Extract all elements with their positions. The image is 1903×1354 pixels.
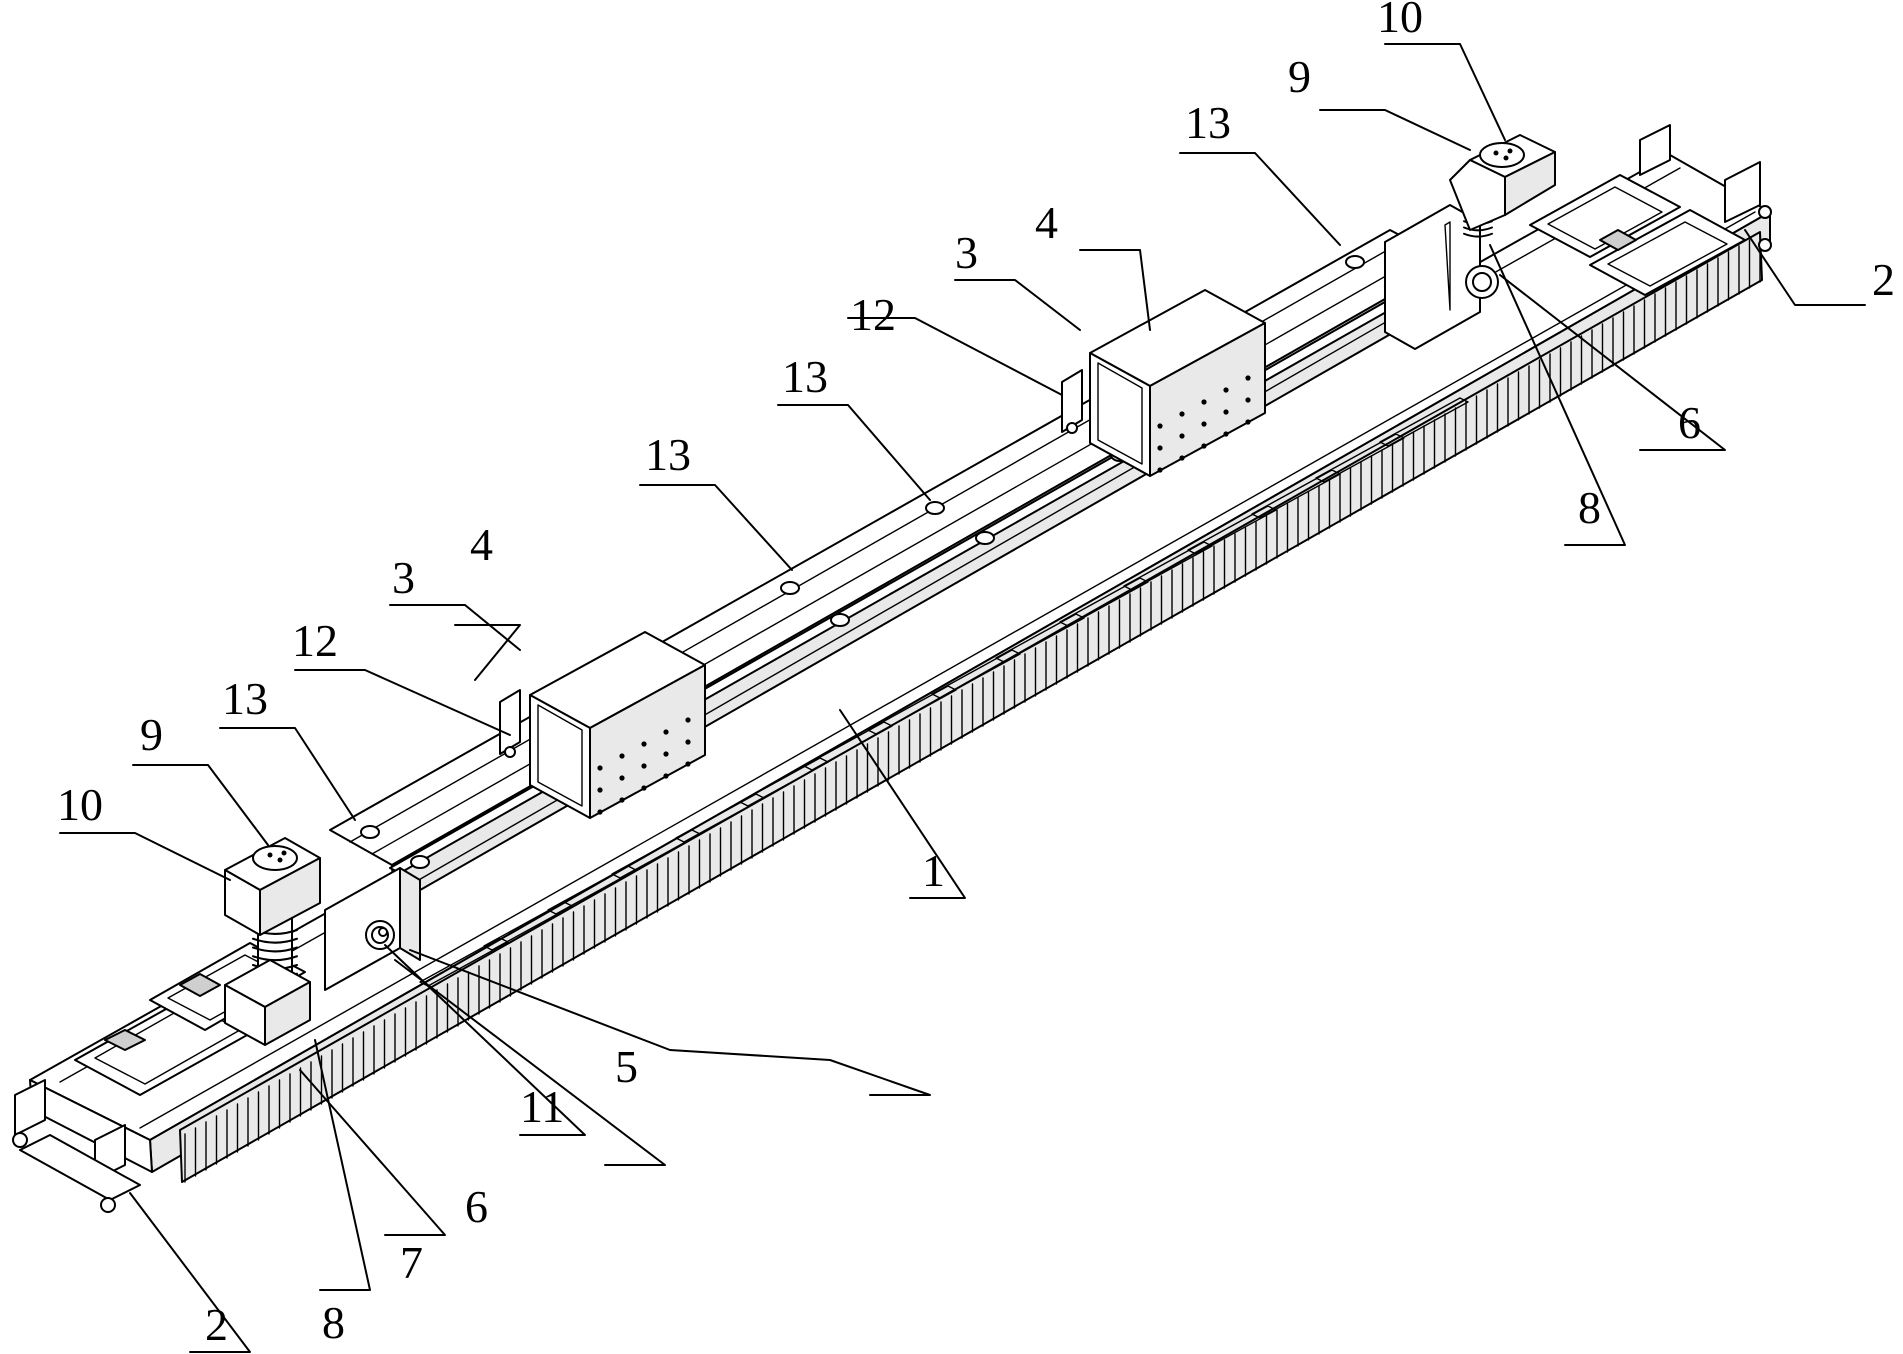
bolt-dot [1157, 423, 1163, 429]
label-part-5: 5 [615, 1041, 638, 1092]
bolt-dot [597, 809, 603, 815]
label-part-2-right: 2 [1872, 254, 1895, 305]
right-carriage-block [1089, 289, 1266, 477]
right-bracket-3 [1061, 369, 1083, 434]
bolt-dot [1201, 443, 1207, 449]
bolt-dot [1179, 411, 1185, 417]
bolt-dot [1179, 433, 1185, 439]
bolt-dot [1201, 399, 1207, 405]
bolt-dot [1223, 387, 1229, 393]
label-part-3-left: 3 [392, 552, 415, 603]
rail-slots [419, 397, 1469, 987]
bolt-dot [663, 729, 669, 735]
bolt-dot [1223, 409, 1229, 415]
bolt-dot [663, 773, 669, 779]
right-top-block [1449, 134, 1556, 231]
label-part-9-left: 9 [140, 709, 163, 760]
bolt-dot [641, 763, 647, 769]
bolt-dot [1157, 467, 1163, 473]
label-part-13-c: 13 [782, 351, 828, 402]
bolt-dot [685, 739, 691, 745]
label-part-9-right: 9 [1288, 51, 1311, 102]
left-top-block [224, 837, 321, 936]
label-part-10-right: 10 [1377, 0, 1423, 42]
label-part-12-right: 12 [850, 289, 896, 340]
bolt-dot [663, 751, 669, 757]
label-part-8-right: 8 [1578, 482, 1601, 533]
label-part-10-left: 10 [57, 779, 103, 830]
bolt-dot [597, 787, 603, 793]
left-carriage-block [529, 631, 706, 819]
label-part-1: 1 [922, 845, 945, 896]
label-part-13-b: 13 [645, 429, 691, 480]
leader-lines [59, 43, 1866, 1353]
callout-labels: 1 2 2 3 3 4 4 5 6 6 7 8 8 9 9 10 10 11 1… [57, 0, 1895, 1350]
bolt-dot [619, 753, 625, 759]
label-part-3-right: 3 [955, 227, 978, 278]
left-bracket-3 [499, 689, 521, 758]
bolt-dot [1223, 431, 1229, 437]
bolt-dot [619, 797, 625, 803]
label-part-8-left: 8 [322, 1297, 345, 1348]
bolt-dot [641, 741, 647, 747]
label-part-6-right: 6 [1678, 397, 1701, 448]
bolt-dot [1245, 375, 1251, 381]
label-part-13-a: 13 [222, 673, 268, 724]
bolt-dot [641, 785, 647, 791]
label-part-6-left: 6 [465, 1181, 488, 1232]
left-bottom-block [224, 959, 311, 1046]
label-part-4-right: 4 [1035, 197, 1058, 248]
label-part-12-left: 12 [292, 615, 338, 666]
bolt-dot [1179, 455, 1185, 461]
bolt-dot [1157, 445, 1163, 451]
label-part-7: 7 [400, 1237, 423, 1288]
bolt-dot [1245, 397, 1251, 403]
label-part-2-left: 2 [205, 1299, 228, 1350]
bolt-dot [685, 717, 691, 723]
bolt-dot [597, 765, 603, 771]
left-end-cap [12, 1079, 141, 1213]
right-end-cap [1639, 124, 1772, 252]
bolt-dot [685, 761, 691, 767]
label-part-11: 11 [520, 1081, 564, 1132]
left-end-bracket [324, 867, 421, 991]
comb-teeth [179, 231, 1763, 1183]
bolt-dot [619, 775, 625, 781]
right-frame-windows [1529, 174, 1746, 296]
label-part-4-left: 4 [470, 519, 493, 570]
bolt-dot [1245, 419, 1251, 425]
label-part-13-d: 13 [1185, 97, 1231, 148]
bolt-dot [1201, 421, 1207, 427]
